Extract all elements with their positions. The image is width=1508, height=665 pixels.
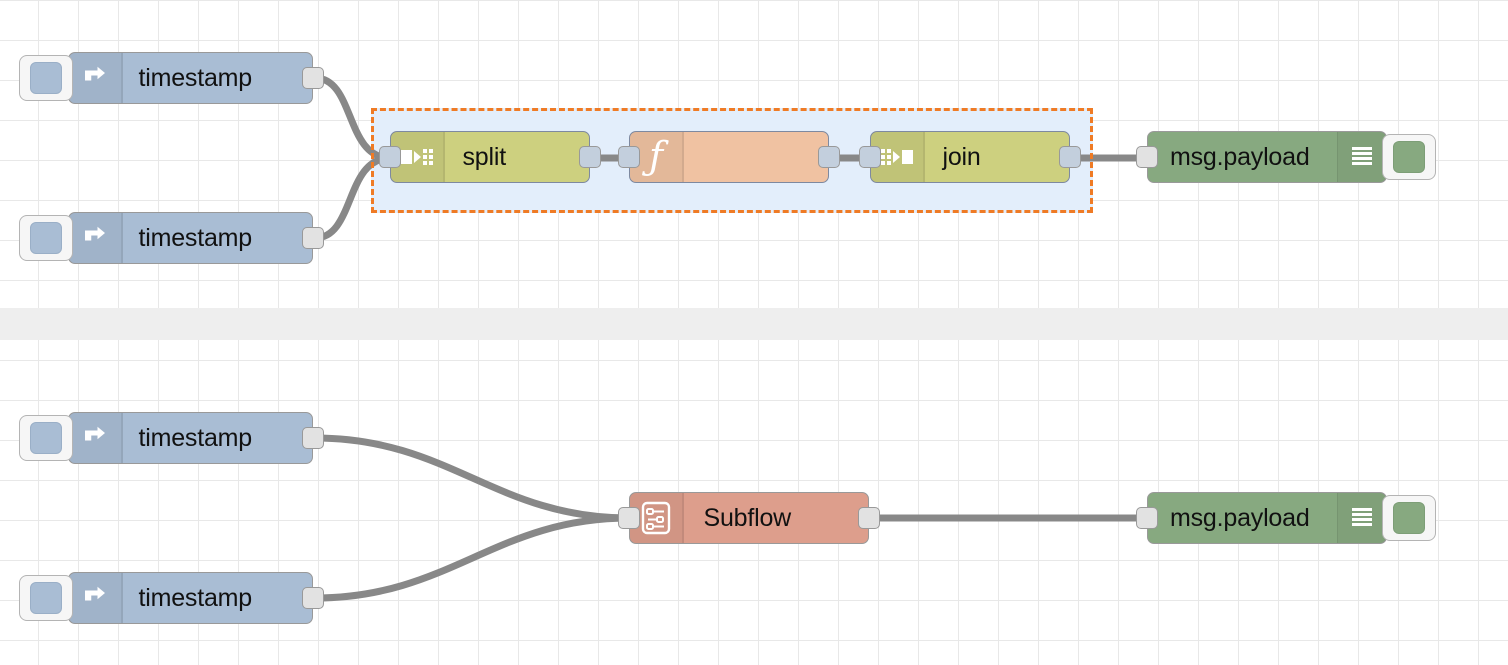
inject-node-label: timestamp bbox=[138, 583, 253, 612]
inject-button-inner bbox=[30, 222, 62, 254]
icon-divider bbox=[121, 573, 123, 623]
inject-button-inner bbox=[30, 582, 62, 614]
output-port[interactable] bbox=[1059, 146, 1081, 168]
function-node[interactable]: ƒ bbox=[618, 131, 840, 183]
inject-node-timestamp-2[interactable]: timestamp bbox=[19, 212, 324, 264]
output-port[interactable] bbox=[858, 507, 880, 529]
join-node-label: join bbox=[942, 142, 981, 171]
arrow-right-inject-icon bbox=[69, 53, 121, 103]
inject-trigger-button[interactable] bbox=[19, 575, 73, 621]
input-port[interactable] bbox=[379, 146, 401, 168]
icon-divider bbox=[443, 132, 445, 182]
debug-node-2[interactable]: msg.payload bbox=[1136, 492, 1436, 544]
debug-node-label: msg.payload bbox=[1170, 142, 1310, 171]
icon-divider bbox=[923, 132, 925, 182]
inject-trigger-button[interactable] bbox=[19, 55, 73, 101]
icon-divider bbox=[682, 132, 684, 182]
debug-list-icon bbox=[1338, 132, 1386, 182]
icon-divider bbox=[1336, 132, 1338, 182]
split-node[interactable]: split bbox=[379, 131, 601, 183]
debug-toggle-button[interactable] bbox=[1382, 495, 1436, 541]
icon-divider bbox=[121, 53, 123, 103]
arrow-right-inject-icon bbox=[69, 413, 121, 463]
icon-divider bbox=[682, 493, 684, 543]
arrow-right-inject-icon bbox=[69, 213, 121, 263]
inject-button-inner bbox=[30, 62, 62, 94]
output-port[interactable] bbox=[302, 67, 324, 89]
inject-trigger-button[interactable] bbox=[19, 415, 73, 461]
selection-outline[interactable] bbox=[371, 108, 1093, 213]
output-port[interactable] bbox=[818, 146, 840, 168]
flow-separator-band bbox=[0, 308, 1508, 340]
input-port[interactable] bbox=[1136, 146, 1158, 168]
input-port[interactable] bbox=[618, 507, 640, 529]
icon-divider bbox=[121, 213, 123, 263]
arrow-right-inject-icon bbox=[69, 573, 121, 623]
inject-node-timestamp-1[interactable]: timestamp bbox=[19, 52, 324, 104]
inject-node-label: timestamp bbox=[138, 223, 253, 252]
debug-button-inner bbox=[1393, 141, 1425, 173]
icon-divider bbox=[121, 413, 123, 463]
debug-button-inner bbox=[1393, 502, 1425, 534]
function-glyph: ƒ bbox=[648, 134, 664, 178]
debug-node-1[interactable]: msg.payload bbox=[1136, 131, 1436, 183]
inject-trigger-button[interactable] bbox=[19, 215, 73, 261]
inject-node-timestamp-4[interactable]: timestamp bbox=[19, 572, 324, 624]
debug-toggle-button[interactable] bbox=[1382, 134, 1436, 180]
debug-node-label: msg.payload bbox=[1170, 503, 1310, 532]
wire-inject4-to-subflow bbox=[311, 514, 633, 602]
join-node[interactable]: join bbox=[859, 131, 1081, 183]
icon-divider bbox=[1336, 493, 1338, 543]
split-node-label: split bbox=[462, 142, 507, 171]
input-port[interactable] bbox=[1136, 507, 1158, 529]
subflow-node[interactable]: Subflow bbox=[618, 492, 880, 544]
output-port[interactable] bbox=[302, 587, 324, 609]
subflow-node-label: Subflow bbox=[703, 503, 792, 532]
inject-button-inner bbox=[30, 422, 62, 454]
output-port[interactable] bbox=[302, 227, 324, 249]
input-port[interactable] bbox=[859, 146, 881, 168]
output-port[interactable] bbox=[302, 427, 324, 449]
inject-node-timestamp-3[interactable]: timestamp bbox=[19, 412, 324, 464]
wire-inject3-to-subflow bbox=[311, 434, 633, 522]
debug-list-icon bbox=[1338, 493, 1386, 543]
output-port[interactable] bbox=[579, 146, 601, 168]
inject-node-label: timestamp bbox=[138, 423, 253, 452]
inject-node-label: timestamp bbox=[138, 63, 253, 92]
input-port[interactable] bbox=[618, 146, 640, 168]
